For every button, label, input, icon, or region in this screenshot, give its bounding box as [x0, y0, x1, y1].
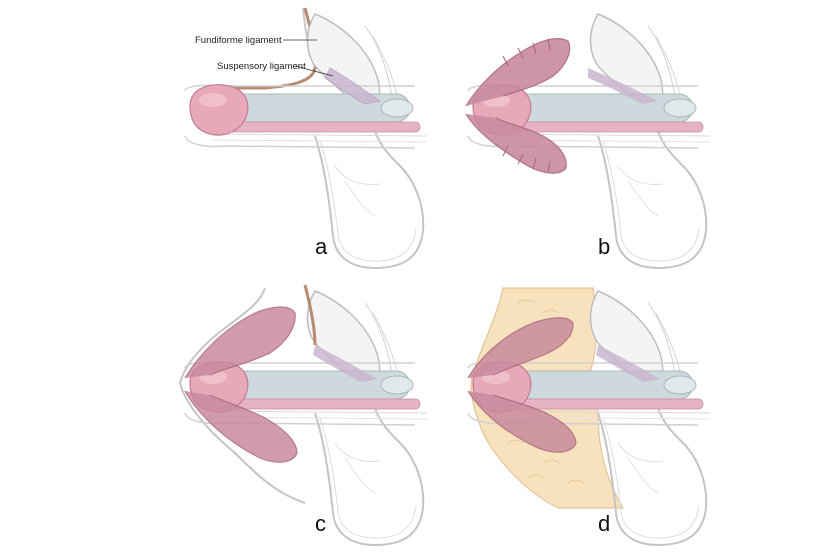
folded-skin-lower: [184, 390, 298, 463]
panel-letter-b: b: [598, 234, 610, 259]
folded-skin-lower: [467, 390, 577, 453]
folded-skin-upper: [465, 38, 571, 107]
suspensory-ligament: [324, 67, 382, 105]
panel-b: b: [465, 13, 711, 269]
panel-d: d: [467, 287, 711, 546]
fundiforme-label: Fundiforme ligament: [195, 35, 282, 46]
folded-skin-lower: [465, 113, 567, 174]
fundiforme-ligament: [225, 7, 317, 90]
panel-a: Fundiforme ligament Suspensory ligament …: [184, 7, 428, 269]
suspensory-leader: [294, 65, 334, 77]
folded-skin-upper: [184, 306, 296, 379]
panel-letter-a: a: [315, 234, 328, 259]
panel-letter-d: d: [598, 511, 610, 536]
panel-letter-c: c: [315, 511, 326, 536]
panel-c: c: [178, 284, 428, 546]
suspensory-label: Suspensory ligament: [217, 61, 306, 72]
folded-skin-upper: [467, 317, 574, 379]
